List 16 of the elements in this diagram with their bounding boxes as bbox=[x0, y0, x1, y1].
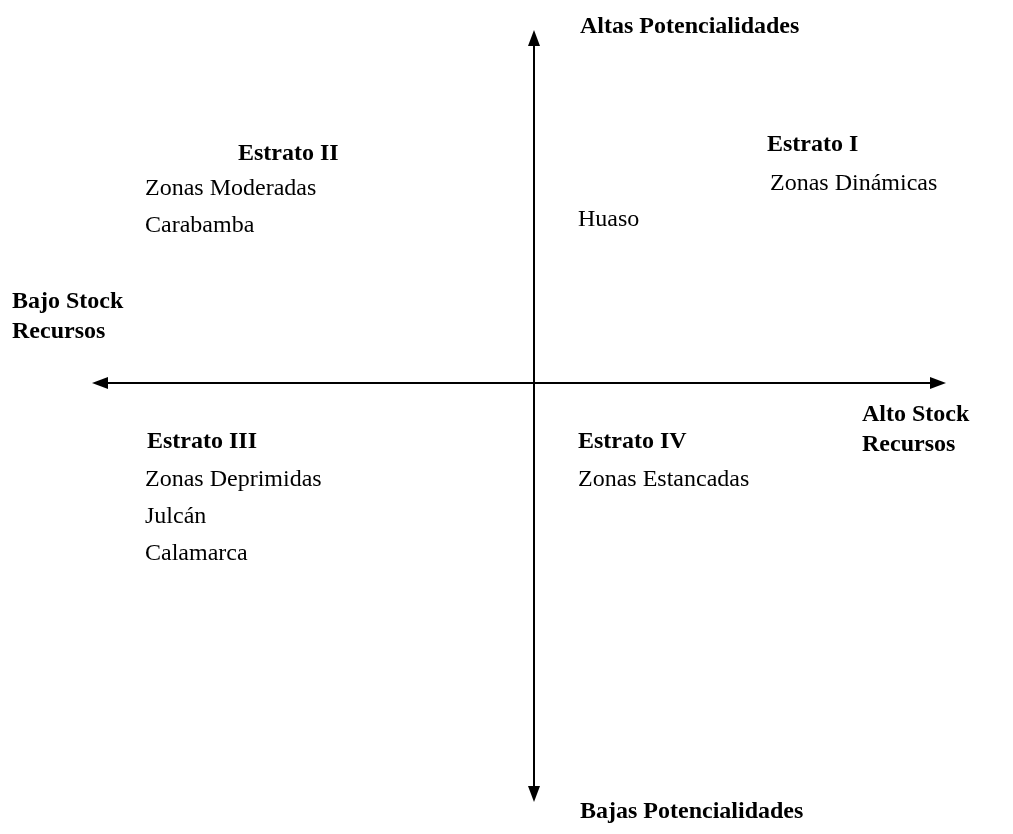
zone-type-label: Zonas Moderadas bbox=[145, 173, 317, 202]
quadrant-title: Estrato IV bbox=[578, 426, 687, 455]
quadrant-title: Estrato II bbox=[238, 138, 339, 167]
district-label: Carabamba bbox=[145, 210, 255, 239]
quadrant-title: Estrato III bbox=[147, 426, 257, 455]
zone-type-label: Zonas Estancadas bbox=[578, 464, 750, 493]
district-label: Calamarca bbox=[145, 538, 248, 567]
axis-label: Alto Stock Recursos bbox=[862, 399, 971, 458]
zone-type-label: Zonas Dinámicas bbox=[770, 168, 938, 197]
axis-label: Bajas Potencialidades bbox=[580, 796, 804, 825]
axis-label: Altas Potencialidades bbox=[580, 11, 800, 40]
axis-label: Bajo Stock Recursos bbox=[12, 286, 125, 345]
quadrant-title: Estrato I bbox=[767, 129, 859, 158]
zone-type-label: Zonas Deprimidas bbox=[145, 464, 322, 493]
district-label: Julcán bbox=[145, 501, 207, 530]
district-label: Huaso bbox=[578, 204, 640, 233]
